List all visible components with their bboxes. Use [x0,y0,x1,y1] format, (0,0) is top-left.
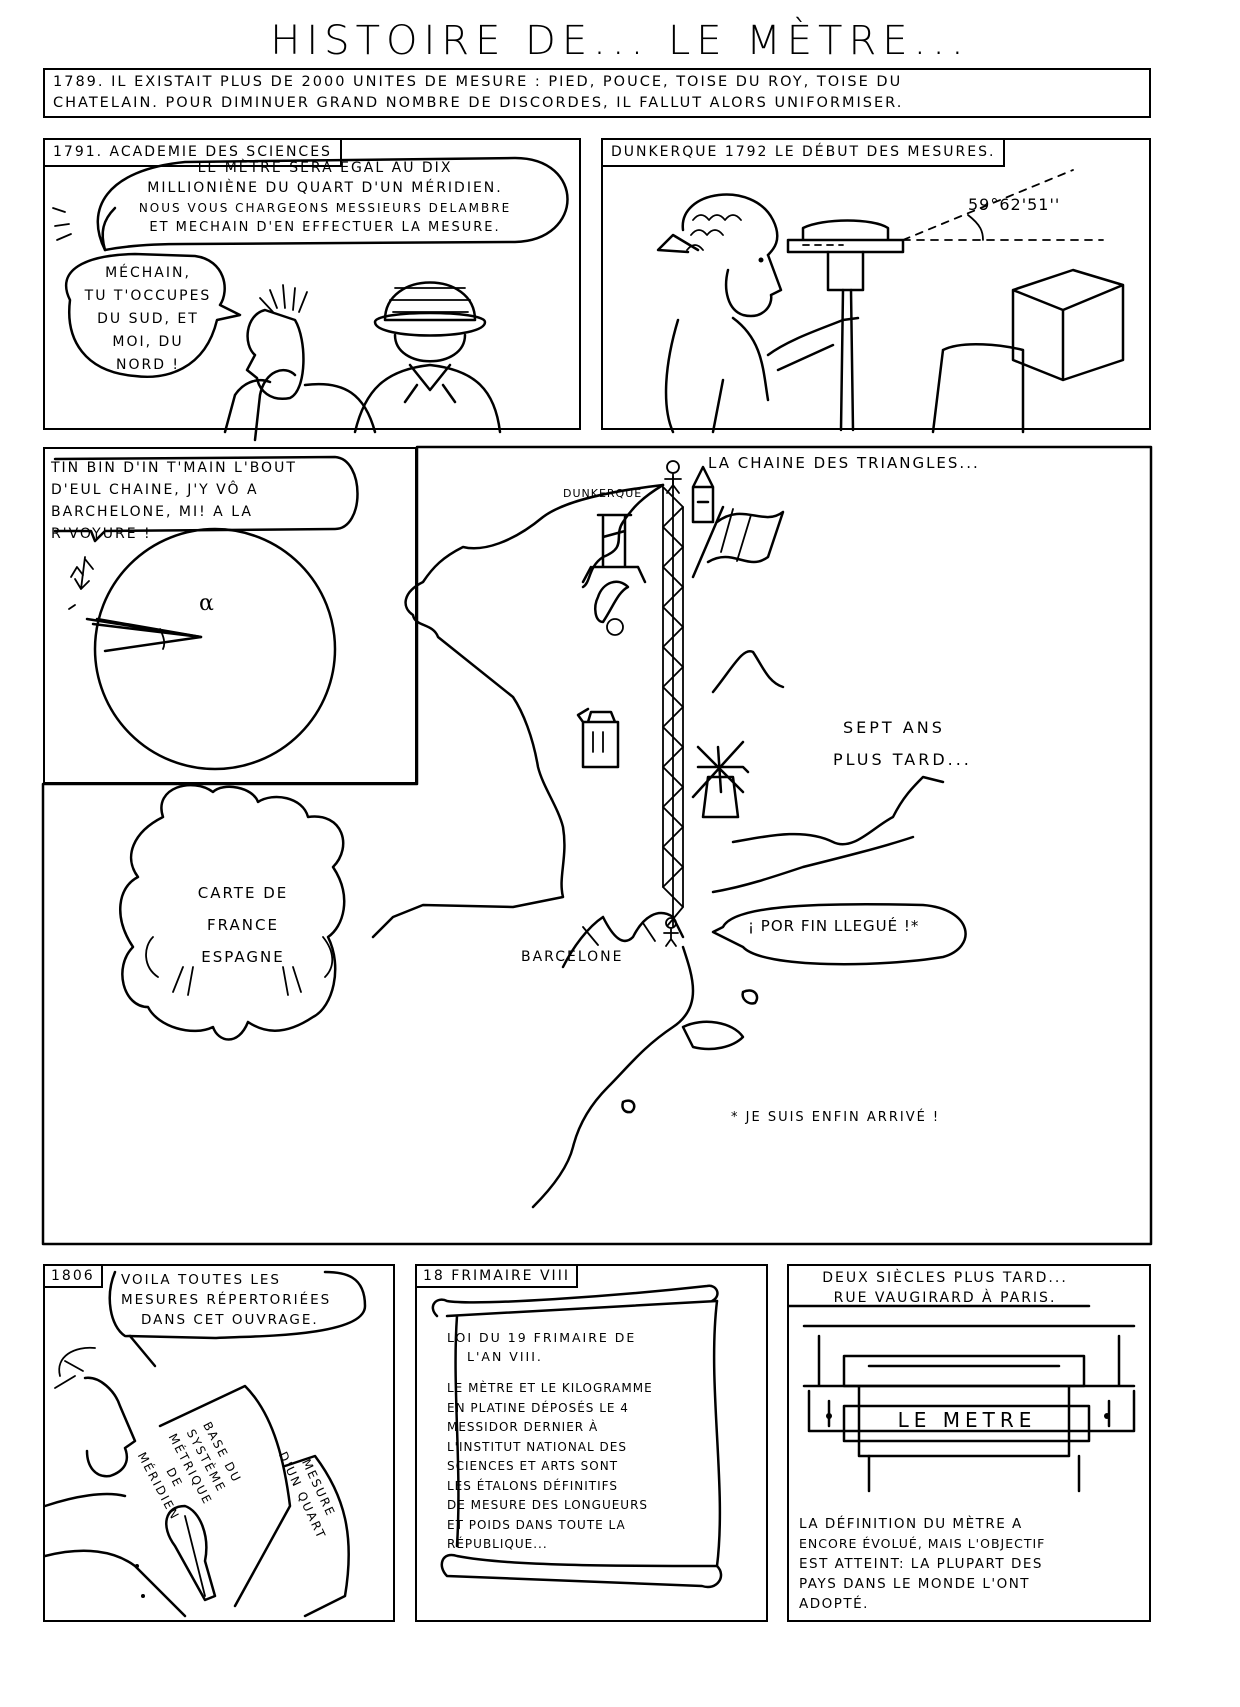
text-line: DE MESURE DES LONGUEURS [447,1498,649,1512]
text-line: LOI DU 19 FRIMAIRE DE [447,1330,637,1345]
panel-dunkerque: DUNKERQUE 1792 LE DÉBUT DES MESURES. 59°… [601,138,1151,434]
speech-line: D'EUL CHAINE, J'Y VÔ A [51,482,259,498]
speech-bubble-shape [52,156,569,442]
panel-academie: 1791. ACADEMIE DES SCIENCES LE MÈTRE SER… [43,138,581,442]
text-line: FRANCE [207,916,279,934]
speech-delambre: LE MÈTRE SERA EGAL AU DIX MILLIONIÈNE DU… [125,158,525,238]
alpha-label: α [199,591,214,616]
speech-arrival: ¡ POR FIN LLEGUÉ !* [748,917,920,935]
triangle-chain [662,476,684,928]
text-line: EN PLATINE DÉPOSÉS LE 4 [447,1400,629,1415]
text-line: PLUS TARD... [833,750,972,769]
speech-line: R'VOYURE ! [51,526,152,542]
map-caption: LA CHAINE DES TRIANGLES... [708,454,980,472]
text-line: RÉPUBLIQUE... [447,1537,548,1551]
text-line: ADOPTÉ. [799,1596,869,1612]
speech-line: MESURES RÉPERTORIÉES [121,1292,332,1308]
speech-scribe: VOILA TOUTES LES MESURES RÉPERTORIÉES DA… [121,1270,361,1330]
panel-frimaire: 18 FRIMAIRE VIII LOI DU 19 FRIMAIRE DE L… [415,1264,768,1622]
scroll-body: LE MÈTRE ET LE KILOGRAMME EN PLATINE DÉP… [447,1379,712,1555]
barcelone-label: BARCELONE [521,949,624,965]
text-line: ESPAGNE [201,948,285,966]
text-line: L'AN VIII. [467,1349,543,1364]
text-line: MESSIDOR DERNIER À [447,1420,599,1434]
seven-years-later: SEPT ANS PLUS TARD... [833,712,972,776]
intro-line-1: 1789. IL EXISTAIT PLUS DE 2000 UNITES DE… [53,74,903,90]
conclusion-text: LA DÉFINITION DU MÈTRE A ENCORE ÉVOLUÉ, … [799,1514,1144,1614]
map-panel: LA CHAINE DES TRIANGLES... DUNKERQUE BAR… [43,447,1151,1244]
panel-rue-vaugirard: DEUX SIÈCLES PLUS TARD... RUE VAUGIRARD … [787,1264,1151,1622]
speech-line: NORD ! [115,357,181,373]
speech-line: MÉCHAIN, [105,265,191,281]
text-line: EST ATTEINT: LA PLUPART DES [799,1556,1043,1572]
metre-plaque-label: LE METRE [897,1408,1037,1432]
text-line: SCIENCES ET ARTS SONT [447,1459,619,1473]
panel-barchelone-dialogue: TIN BIN D'IN T'MAIN L'BOUT D'EUL CHAINE,… [43,447,417,784]
speech-line: BARCHELONE, MI! A LA [51,504,253,520]
scribe-drawing [43,1270,367,1618]
intro-line-2: CHATELAIN. POUR DIMINUER GRAND NOMBRE DE… [53,95,904,111]
speech-line: DANS CET OUVRAGE. [141,1312,319,1328]
text-line: ET POIDS DANS TOUTE LA [447,1517,626,1532]
panel-caption: DUNKERQUE 1792 LE DÉBUT DES MESURES. [603,140,1006,167]
page-title: HISTOIRE DE... LE MÈTRE... [270,18,970,64]
speech-line: ET MECHAIN D'EN EFFECTUER LA MESURE. [149,220,501,235]
speech-line: DU SUD, ET [97,311,199,327]
text-line: PAYS DANS LE MONDE L'ONT [799,1576,1031,1592]
surveyor-drawing [656,169,1125,434]
speech-line: MOI, DU [112,334,184,350]
panel-caption: 1806 [45,1266,103,1288]
text-line: CARTE DE [197,884,289,902]
speech-delambre-patois: TIN BIN D'IN T'MAIN L'BOUT D'EUL CHAINE,… [51,457,361,545]
angle-measure: 59°62'51'' [968,195,1061,214]
scroll-title: LOI DU 19 FRIMAIRE DE L'AN VIII. [447,1328,697,1366]
intro-caption-box: 1789. IL EXISTAIT PLUS DE 2000 UNITES DE… [43,68,1151,118]
metre-etalon-drawing [787,1304,1136,1493]
text-line: LE MÈTRE ET LE KILOGRAMME [447,1381,653,1395]
speech-line: LE MÈTRE SERA EGAL AU DIX [197,160,453,176]
text-line: SEPT ANS [843,718,945,737]
text-line: L'INSTITUT NATIONAL DES [447,1439,627,1454]
speech-line: NOUS VOUS CHARGEONS MESSIEURS DELAMBRE [138,201,512,215]
panel-caption: 18 FRIMAIRE VIII [417,1266,578,1288]
scroll-drawing [431,1284,723,1589]
panel-1806: 1806 VOILA TOUTES LES MESURES RÉPERTORIÉ… [43,1264,395,1622]
france-map-drawing [119,460,967,1209]
text-line: ENCORE ÉVOLUÉ, MAIS L'OBJECTIF [799,1536,1046,1551]
text-line: RUE VAUGIRARD À PARIS. [833,1290,1057,1306]
text-line: DEUX SIÈCLES PLUS TARD... [822,1270,1068,1286]
dunkerque-label: DUNKERQUE [563,487,643,500]
earth-circle-drawing [53,455,359,771]
text-line: LA DÉFINITION DU MÈTRE A [799,1516,1023,1532]
map-cartouche-text: CARTE DE FRANCE ESPAGNE [158,877,328,973]
speech-line: TIN BIN D'IN T'MAIN L'BOUT [51,460,297,476]
speech-line: TU T'OCCUPES [84,288,212,304]
speech-line: VOILA TOUTES LES [121,1272,281,1288]
panel-caption: DEUX SIÈCLES PLUS TARD... RUE VAUGIRARD … [795,1268,1095,1308]
text-line: LES ÉTALONS DÉFINITIFS [447,1478,618,1493]
speech-mechain: MÉCHAIN, TU T'OCCUPES DU SUD, ET MOI, DU… [73,262,223,377]
footnote-arrival: * JE SUIS ENFIN ARRIVÉ ! [731,1110,941,1125]
speech-line: MILLIONIÈNE DU QUART D'UN MÉRIDIEN. [147,180,503,196]
